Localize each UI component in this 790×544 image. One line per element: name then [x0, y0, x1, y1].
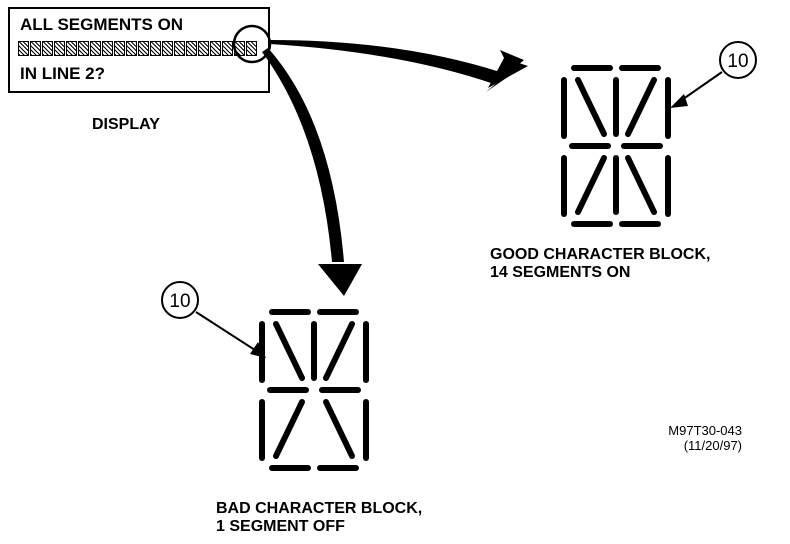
good-block-caption: GOOD CHARACTER BLOCK, 14 SEGMENTS ON: [490, 246, 710, 282]
display-caption: DISPLAY: [92, 116, 160, 133]
display-panel: ALL SEGMENTS ON IN LINE 2?: [8, 7, 270, 93]
callout-number-good: 10: [727, 51, 748, 72]
display-cell: [210, 41, 221, 56]
display-cell: [126, 41, 137, 56]
display-cell: [198, 41, 209, 56]
display-cell: [42, 41, 53, 56]
callout-circle-bad: [161, 281, 199, 319]
display-cell: [174, 41, 185, 56]
figure-id: M97T30-043 (11/20/97): [650, 423, 742, 453]
display-line-2-cells: [18, 41, 257, 56]
seg-upper-diag-l: [273, 321, 305, 381]
arrow-to-bad-block: [262, 48, 344, 262]
display-cell: [90, 41, 101, 56]
display-cell: [30, 41, 41, 56]
seg-upper-diag-r: [323, 321, 355, 381]
seg-lower-diag-l: [575, 155, 607, 215]
bad-character-block: [259, 309, 369, 471]
callout-number-bad: 10: [169, 291, 190, 312]
display-cell: [162, 41, 173, 56]
display-cell: [66, 41, 77, 56]
arrow-head-good: [486, 50, 524, 92]
display-line-1: ALL SEGMENTS ON: [20, 15, 184, 34]
arrow-head-bad: [318, 264, 362, 296]
display-cell: [114, 41, 125, 56]
bad-block-caption-line2: 1 SEGMENT OFF: [216, 517, 345, 535]
display-cell: [246, 41, 257, 56]
callout-circle-good: [719, 41, 757, 79]
display-cell: [186, 41, 197, 56]
figure-id-date: (11/20/97): [683, 437, 742, 453]
display-line-3: IN LINE 2?: [20, 64, 106, 83]
display-cell: [222, 41, 233, 56]
display-cell: [18, 41, 29, 56]
arrow-to-good-block: [270, 40, 500, 84]
display-cell: [102, 41, 113, 56]
good-character-block: [561, 65, 671, 227]
seg-lower-diag-r: [625, 155, 657, 215]
figure-id-code: M97T30-043: [668, 423, 742, 438]
seg-lower-diag-r: [323, 399, 355, 459]
display-cell: [138, 41, 149, 56]
seg-lower-diag-l: [273, 399, 305, 459]
display-cell: [78, 41, 89, 56]
callout-leader-bad: [195, 311, 259, 353]
good-block-caption-line2: 14 SEGMENTS ON: [490, 263, 631, 281]
good-block-caption-line1: GOOD CHARACTER BLOCK,: [490, 246, 711, 263]
seg-upper-diag-l: [575, 77, 607, 137]
seg-upper-diag-r: [625, 77, 657, 137]
display-cell: [54, 41, 65, 56]
bad-block-caption: BAD CHARACTER BLOCK, 1 SEGMENT OFF: [216, 500, 422, 536]
highlight-circle: [232, 24, 272, 64]
bad-block-caption-line1: BAD CHARACTER BLOCK,: [216, 500, 423, 517]
display-cell: [150, 41, 161, 56]
